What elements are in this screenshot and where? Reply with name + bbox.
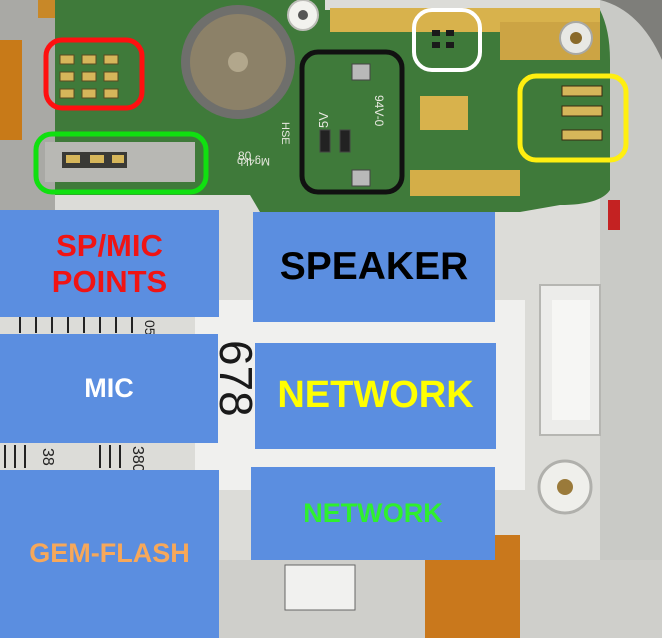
ruler-digit-b: 38 (39, 448, 56, 466)
network-label-green: NETWORK (251, 467, 495, 560)
mic-label: MIC (0, 334, 218, 443)
pcb-code-text: HSE (279, 122, 291, 145)
bottom-sticker (284, 564, 356, 611)
ruler-digit-a: 05 (142, 320, 158, 336)
screw-boss-bottom-hole (557, 479, 573, 495)
red-marker (43, 37, 145, 111)
speaker-pads (319, 63, 371, 187)
ruler-ticks (4, 317, 133, 468)
network-label-yellow: NETWORK (255, 343, 496, 449)
mic-text: MIC (84, 372, 134, 403)
white-marker (412, 8, 482, 72)
network-text-green: NETWORK (303, 497, 443, 528)
housing-slot-inner (552, 300, 590, 420)
network-text-yellow: NETWORK (277, 374, 474, 417)
gem-flash-label: GEM-FLASH (0, 470, 219, 638)
pcb-voltage-text: 5V (316, 112, 331, 128)
speaker-label: SPEAKER (253, 212, 495, 322)
black-marker (299, 49, 405, 195)
pcb-rating-text: 94V-0 (372, 95, 386, 127)
sp-mic-points-label: SP/MIC POINTS (0, 210, 219, 317)
speaker-text: SPEAKER (279, 244, 469, 288)
network-pads-right (561, 85, 603, 141)
green-marker (33, 131, 209, 195)
pcb-model-text: Mg4kb (237, 155, 270, 167)
orange-flex-left (0, 40, 22, 140)
housing-dark-corner (600, 0, 662, 60)
screw-boss-top-hole (298, 10, 308, 20)
sp-mic-pads (59, 54, 119, 99)
ruler-digit-c: 380 (129, 446, 146, 473)
network-pads-top (432, 30, 454, 48)
housing-shadow-right (600, 0, 662, 638)
gold-pad-center (420, 96, 468, 130)
speaker-disc-center (228, 52, 248, 72)
gem-flash-text: GEM-FLASH (29, 538, 190, 569)
gem-flash-connector (45, 142, 195, 182)
pcb-number-text: 80 (238, 149, 252, 163)
red-stripe (608, 200, 620, 230)
screw-boss-right-hole (570, 32, 582, 44)
sp-mic-points-text: SP/MIC POINTS (51, 227, 168, 299)
yellow-marker (517, 73, 629, 163)
ruler-big-digits: 678 (210, 340, 262, 417)
gold-pad-lower (410, 170, 520, 196)
